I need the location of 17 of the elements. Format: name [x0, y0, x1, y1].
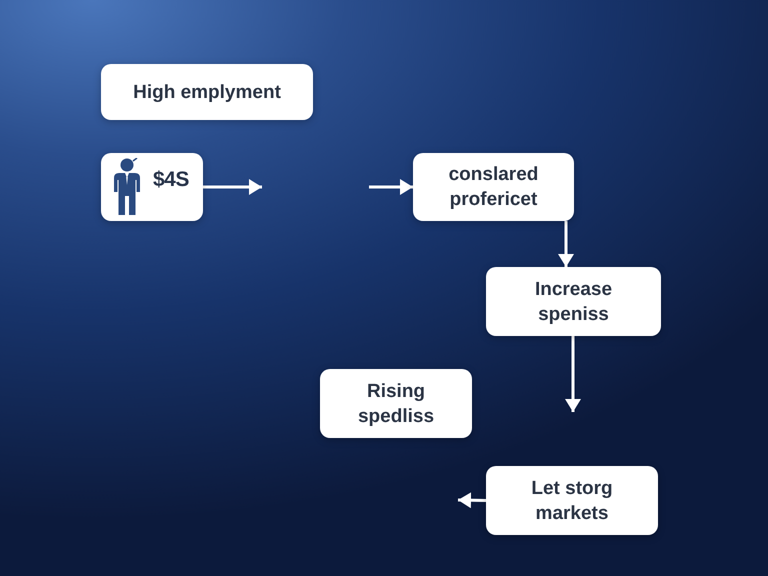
step-label: Rising spedliss — [356, 380, 436, 428]
step-label: Let storg markets — [530, 476, 614, 526]
arrow — [369, 179, 413, 195]
process-box — [320, 369, 472, 438]
arrow — [565, 336, 581, 412]
arrow — [558, 221, 574, 267]
process-box — [486, 267, 661, 336]
arrow — [203, 179, 262, 195]
step-label: High emplyment — [133, 80, 281, 104]
step-label: conslared profericet — [448, 163, 540, 212]
process-box — [413, 153, 574, 221]
step-label: Increase speniss — [534, 278, 614, 326]
process-box — [101, 153, 203, 221]
process-box — [101, 64, 313, 120]
amount-label: $4S — [153, 167, 189, 193]
arrow — [458, 492, 486, 508]
process-box — [486, 466, 658, 535]
